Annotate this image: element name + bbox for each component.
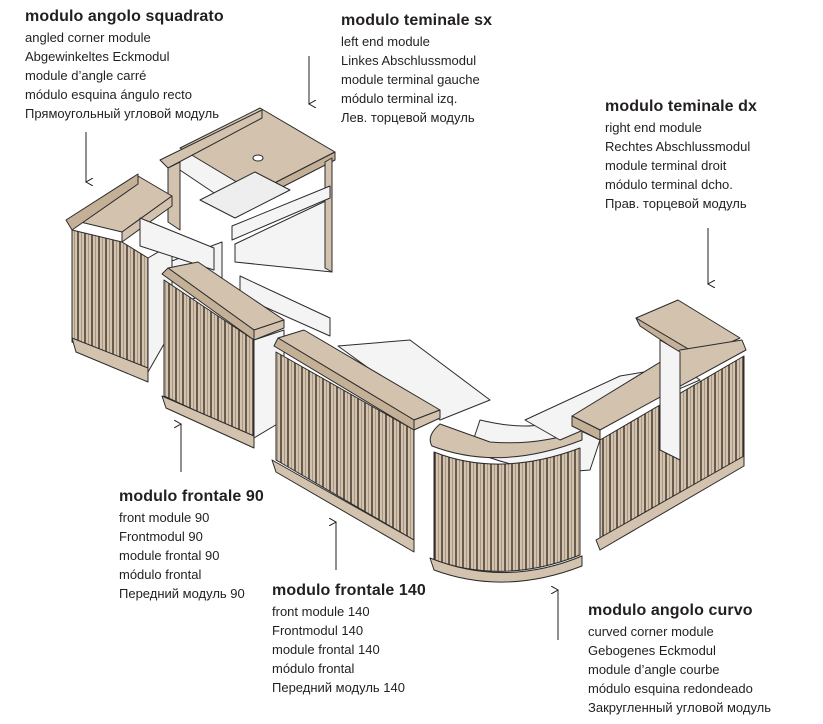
label-line-fr: module d’angle carré <box>25 68 147 83</box>
label-line-es: módulo esquina ángulo recto <box>25 87 192 102</box>
label-line-fr: module d’angle courbe <box>588 662 720 677</box>
label-title: modulo frontale 90 <box>119 488 264 505</box>
label-line-ru: Прав. торцевой модуль <box>605 196 747 211</box>
label-line-de: Abgewinkeltes Eckmodul <box>25 49 170 64</box>
label-line-en: front module 140 <box>272 604 370 619</box>
label-line-ru: Закругленный угловой модуль <box>588 700 772 715</box>
label-frontale-90: modulo frontale 90 front module 90 Front… <box>119 486 264 603</box>
label-line-es: módulo frontal <box>272 661 355 676</box>
curved-corner-module <box>429 419 601 583</box>
label-title: modulo teminale dx <box>605 98 758 115</box>
label-line-de: Rechtes Abschlussmodul <box>605 139 751 154</box>
label-line-de: Gebogenes Eckmodul <box>588 643 716 658</box>
label-frontale-140: modulo frontale 140 front module 140 Fro… <box>272 580 426 697</box>
label-title: modulo angolo squadrato <box>25 8 224 25</box>
left-end-module <box>159 107 336 273</box>
label-line-ru: Передний модуль 140 <box>272 680 405 695</box>
label-terminale-dx: modulo teminale dx right end module Rech… <box>605 96 757 213</box>
label-line-de: Frontmodul 90 <box>119 529 203 544</box>
label-angolo-squadrato: modulo angolo squadrato angled corner mo… <box>25 6 224 123</box>
label-line-fr: module frontal 140 <box>272 642 380 657</box>
label-line-en: left end module <box>341 34 430 49</box>
label-title: modulo angolo curvo <box>588 602 753 619</box>
label-terminale-sx: modulo teminale sx left end module Linke… <box>341 10 492 127</box>
label-line-en: right end module <box>605 120 702 135</box>
right-end-module <box>524 299 747 551</box>
label-line-es: módulo terminal dcho. <box>605 177 733 192</box>
label-line-fr: module terminal gauche <box>341 72 480 87</box>
callout-arrows <box>86 56 708 640</box>
front-module-140 <box>271 329 491 553</box>
label-line-ru: Лев. торцевой модуль <box>341 110 475 125</box>
front-module-90 <box>161 261 331 449</box>
label-angolo-curvo: modulo angolo curvo curved corner module… <box>588 600 771 717</box>
label-line-en: curved corner module <box>588 624 714 639</box>
label-title: modulo frontale 140 <box>272 582 426 599</box>
label-line-fr: module terminal droit <box>605 158 727 173</box>
label-line-ru: Прямоугольный угловой модуль <box>25 106 219 121</box>
label-line-en: front module 90 <box>119 510 210 525</box>
label-line-fr: module frontal 90 <box>119 548 220 563</box>
label-line-ru: Передний модуль 90 <box>119 586 245 601</box>
label-title: modulo teminale sx <box>341 12 493 29</box>
label-line-es: módulo esquina redondeado <box>588 681 753 696</box>
label-line-en: angled corner module <box>25 30 151 45</box>
label-line-es: módulo frontal <box>119 567 202 582</box>
label-line-es: módulo terminal izq. <box>341 91 458 106</box>
label-line-de: Linkes Abschlussmodul <box>341 53 477 68</box>
label-line-de: Frontmodul 140 <box>272 623 364 638</box>
